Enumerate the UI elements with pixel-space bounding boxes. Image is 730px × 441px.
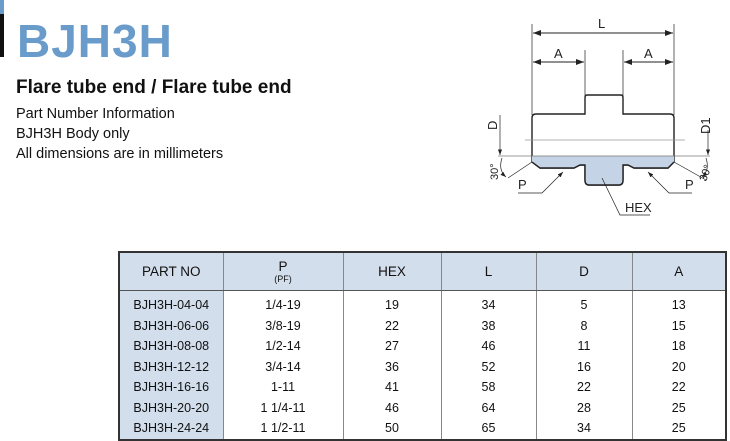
cell-hex: 41	[342, 377, 441, 398]
cell-hex: 19	[342, 290, 441, 316]
cell-hex: 46	[342, 397, 441, 418]
cell-d: 8	[535, 315, 632, 336]
cell-hex: 50	[342, 418, 441, 440]
cell-d: 28	[535, 397, 632, 418]
header-hex: HEX	[342, 252, 441, 291]
cell-a: 25	[631, 418, 726, 440]
cell-p: 1-11	[222, 377, 343, 398]
port-label-P: P	[685, 177, 694, 192]
hex-label: HEX	[625, 200, 652, 215]
cell-p: 3/4-14	[222, 356, 343, 377]
header-a: A	[631, 252, 726, 291]
info-line: BJH3H Body only	[16, 126, 130, 142]
info-line: All dimensions are in millimeters	[16, 146, 224, 162]
cell-part-no: BJH3H-12-12	[119, 356, 223, 377]
cell-d: 34	[535, 418, 632, 440]
cell-a: 25	[631, 397, 726, 418]
cell-p: 1/4-19	[222, 290, 343, 316]
cell-a: 15	[631, 315, 726, 336]
cell-p: 1 1/4-11	[222, 397, 343, 418]
header-p: P(PF)	[222, 252, 343, 291]
cell-part-no: BJH3H-20-20	[119, 397, 223, 418]
angle-label: 30°	[489, 163, 501, 180]
table-header-row: PART NO P(PF) HEX L D A	[119, 252, 726, 291]
dim-label-D: D	[485, 121, 500, 130]
cell-a: 18	[631, 336, 726, 357]
info-line: Part Number Information	[16, 106, 175, 122]
header-l: L	[440, 252, 536, 291]
cell-part-no: BJH3H-06-06	[119, 315, 223, 336]
cell-hex: 27	[342, 336, 441, 357]
cell-l: 46	[440, 336, 536, 357]
cell-hex: 22	[342, 315, 441, 336]
cell-p: 1/2-14	[222, 336, 343, 357]
header-p-label: P	[278, 259, 288, 274]
title-accent-bar	[0, 0, 4, 57]
cell-d: 22	[535, 377, 632, 398]
header-part-no: PART NO	[119, 252, 223, 291]
cell-l: 38	[440, 315, 536, 336]
cell-part-no: BJH3H-04-04	[119, 290, 223, 316]
header-p-sub: (PF)	[274, 274, 292, 284]
cell-d: 11	[535, 336, 632, 357]
subtitle: Flare tube end / Flare tube end	[16, 77, 292, 98]
cell-l: 64	[440, 397, 536, 418]
cell-a: 22	[631, 377, 726, 398]
dim-label-A: A	[644, 46, 653, 61]
cell-d: 16	[535, 356, 632, 377]
cell-a: 20	[631, 356, 726, 377]
cell-d: 5	[535, 290, 632, 316]
dim-label-D1: D1	[698, 117, 713, 134]
cell-part-no: BJH3H-16-16	[119, 377, 223, 398]
cell-p: 1 1/2-11	[222, 418, 343, 440]
dim-label-L: L	[598, 16, 605, 31]
header-d: D	[535, 252, 632, 291]
cell-p: 3/8-19	[222, 315, 343, 336]
cell-part-no: BJH3H-24-24	[119, 418, 223, 440]
cell-l: 34	[440, 290, 536, 316]
cell-part-no: BJH3H-08-08	[119, 336, 223, 357]
cell-l: 58	[440, 377, 536, 398]
fitting-drawing: L A A D D1 30° 30° P P HEX	[485, 16, 715, 216]
angle-label: 30°	[698, 163, 715, 183]
cell-l: 65	[440, 418, 536, 440]
cell-a: 13	[631, 290, 726, 316]
cell-l: 52	[440, 356, 536, 377]
cell-hex: 36	[342, 356, 441, 377]
page-title: BJH3H	[17, 15, 173, 67]
dim-label-A: A	[554, 46, 563, 61]
port-label-P: P	[518, 177, 527, 192]
